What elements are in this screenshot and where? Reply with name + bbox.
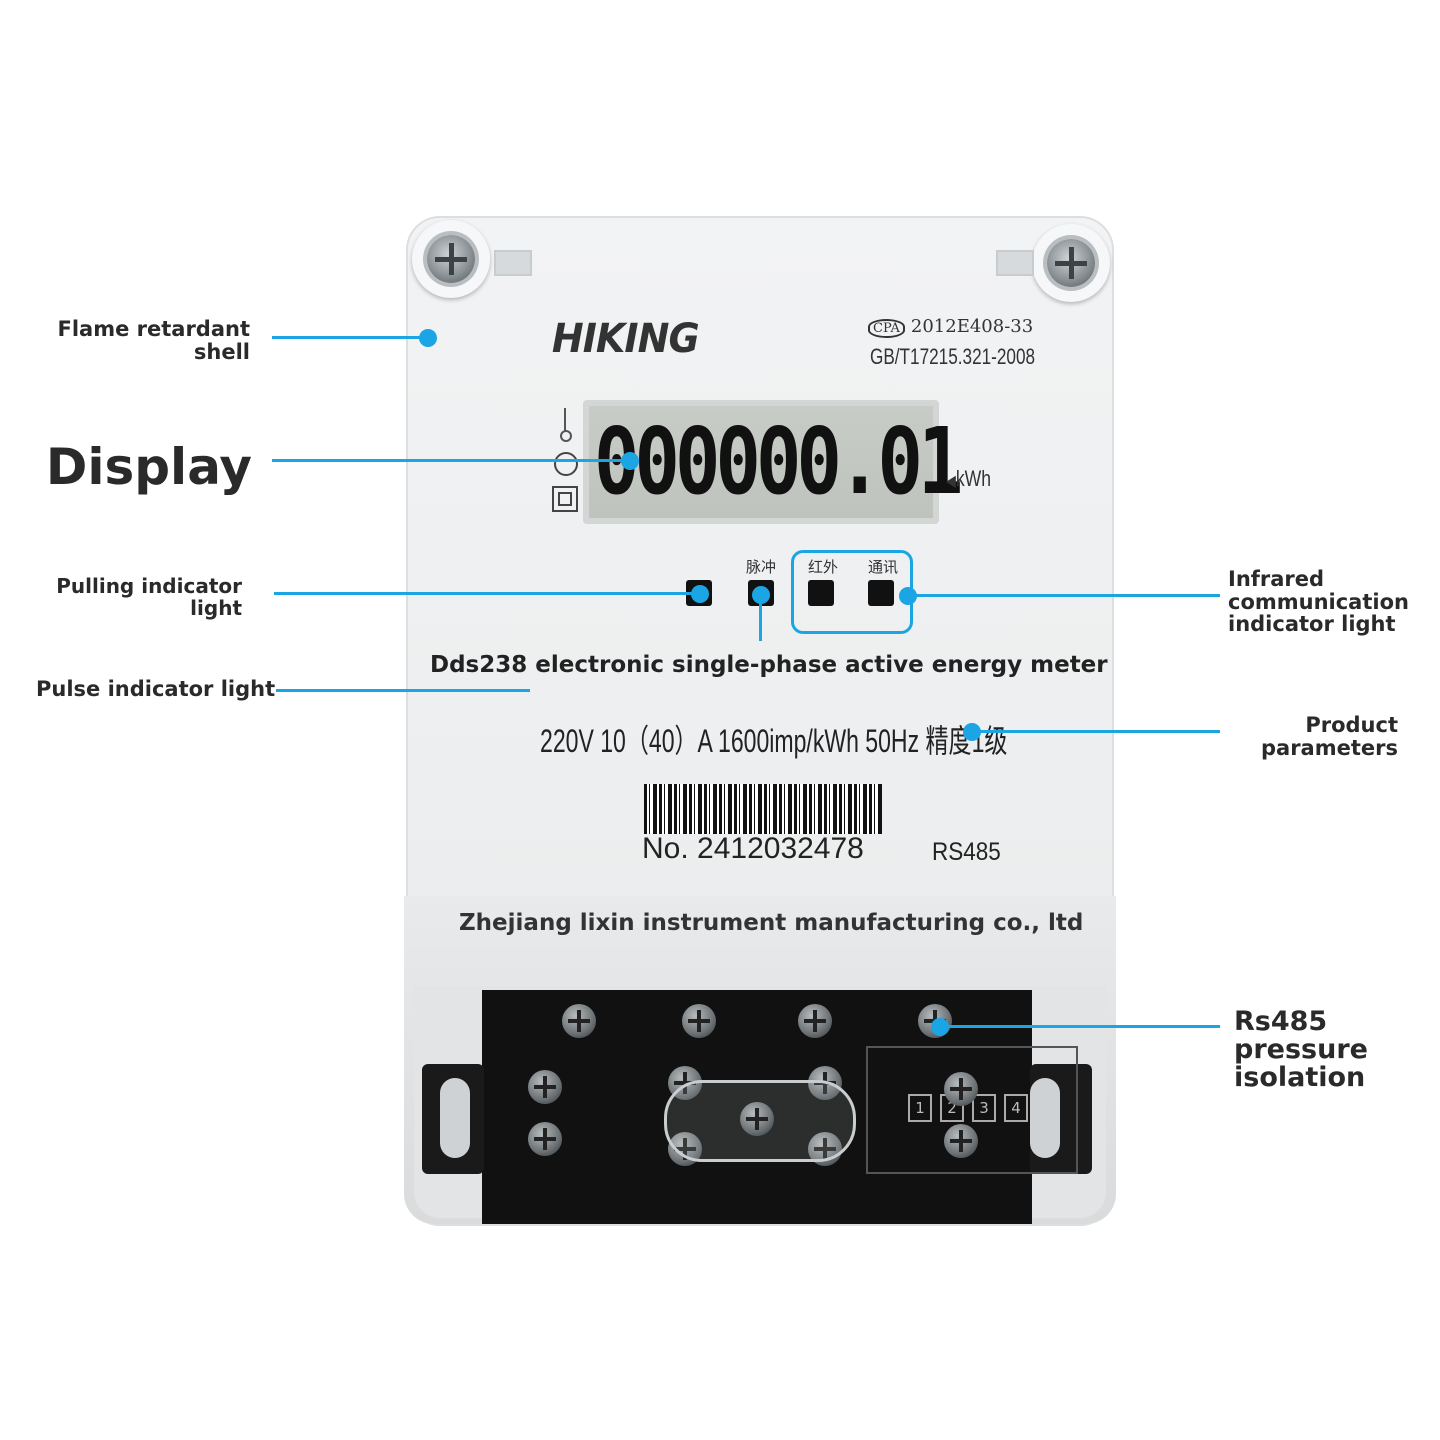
callout-pulling-light: Pulling indicator light xyxy=(40,574,242,620)
leader-dot-pulling xyxy=(691,585,709,603)
mount-tab-right xyxy=(996,250,1034,276)
callout-pulling-line2: light xyxy=(190,595,242,620)
leader-line-pulling xyxy=(274,592,700,595)
callout-rs485-line3: isolation xyxy=(1234,1062,1366,1094)
unit-text: kWh xyxy=(955,466,992,491)
barcode xyxy=(644,784,882,834)
leader-dot-display xyxy=(621,452,639,470)
brand-logo: HIKING xyxy=(551,316,700,362)
callout-infrared-line3: indicator light xyxy=(1228,612,1396,637)
callout-rs485-line2: pressure xyxy=(1234,1034,1368,1066)
terminal-1: 1 xyxy=(908,1094,932,1122)
callout-infrared-light: Infrared communication indicator light xyxy=(1228,568,1428,636)
lcd-screen xyxy=(589,406,933,518)
leader-line-display xyxy=(272,459,630,462)
callout-infrared-line1: Infrared xyxy=(1228,567,1325,591)
seal-screw xyxy=(740,1102,774,1136)
leader-line-flame xyxy=(272,336,428,339)
leader-line-rs485 xyxy=(940,1025,1220,1028)
manufacturer: Zhejiang lixin instrument manufacturing … xyxy=(459,910,1084,936)
terminal-screw xyxy=(682,1004,716,1038)
interface-label: RS485 xyxy=(932,838,1001,866)
callout-rs485: Rs485 pressure isolation xyxy=(1234,1006,1434,1094)
infrared-led-label: 红外 xyxy=(808,558,839,576)
callout-display: Display xyxy=(45,438,252,496)
callout-product-params: Product parameters xyxy=(1228,714,1398,759)
terminal-4: 4 xyxy=(1004,1094,1028,1122)
terminal-screw xyxy=(528,1122,562,1156)
cpa-mark: CPA xyxy=(868,319,905,338)
right-slot-opening xyxy=(1030,1078,1060,1158)
cert-line: CPA 2012E408-33 xyxy=(868,316,1033,338)
callout-flame-line2: shell xyxy=(193,339,250,364)
leader-dot-params xyxy=(963,723,981,741)
callout-pulse-light: Pulse indicator light xyxy=(36,677,276,701)
terminal-screw xyxy=(798,1004,832,1038)
leader-line-infrared xyxy=(908,594,1220,597)
leader-line-params xyxy=(972,730,1220,733)
mount-tab-left xyxy=(494,250,532,276)
callout-flame-line1: Flame retardant xyxy=(57,317,250,341)
left-slot-opening xyxy=(440,1078,470,1158)
unit-label: ◀kWh xyxy=(946,466,992,491)
callout-pulling-line1: Pulling indicator xyxy=(56,574,242,598)
leader-dot-flame xyxy=(419,329,437,347)
serial-number: No. 2412032478 xyxy=(642,832,864,865)
pulse-led-label: 脉冲 xyxy=(746,558,777,576)
top-right-screw xyxy=(1032,224,1110,302)
callout-product-line1: Product xyxy=(1305,713,1398,737)
terminal-3: 3 xyxy=(972,1094,996,1122)
terminal-screw xyxy=(944,1072,978,1106)
leader-dot-infrared xyxy=(899,587,917,605)
callout-product-line2: parameters xyxy=(1261,735,1398,760)
wiring-diagram xyxy=(866,1046,1078,1174)
callout-flame-shell: Flame retardant shell xyxy=(40,318,250,363)
comm-led-label: 通讯 xyxy=(868,558,899,576)
terminal-screw xyxy=(562,1004,596,1038)
leader-line-pulse-vertical xyxy=(759,595,762,641)
infrared-led xyxy=(808,580,834,606)
energy-reading: 000000.01 xyxy=(594,408,963,515)
comm-led xyxy=(868,580,894,606)
terminal-screw xyxy=(944,1124,978,1158)
meter-title: Dds238 electronic single-phase active en… xyxy=(430,652,1108,678)
top-left-screw xyxy=(412,220,490,298)
terminal-screw xyxy=(528,1070,562,1104)
leader-dot-rs485 xyxy=(931,1018,949,1036)
meter-params: 220V 10（40）A 1600imp/kWh 50Hz 精度1级 xyxy=(540,723,1008,759)
cert-code: 2012E408-33 xyxy=(910,316,1034,337)
callout-rs485-line1: Rs485 xyxy=(1234,1006,1328,1037)
standard-code: GB/T17215.321-2008 xyxy=(870,344,1036,369)
callout-infrared-line2: communication xyxy=(1228,589,1409,614)
leader-line-pulse xyxy=(276,689,530,692)
